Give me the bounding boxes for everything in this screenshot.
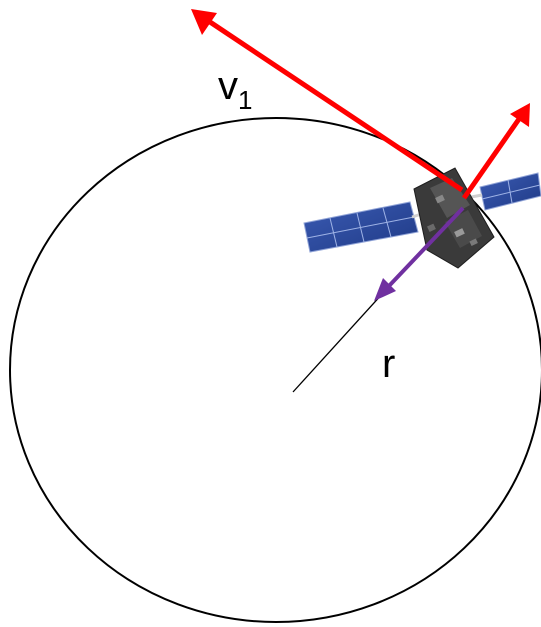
centripetal-arrowhead (374, 278, 396, 301)
velocity-subscript: 1 (238, 85, 252, 115)
radius-label: r (382, 342, 395, 386)
velocity-arrowhead (191, 9, 217, 35)
velocity-label: v1 (218, 64, 252, 115)
velocity-symbol: v (218, 64, 238, 108)
radial-outward-arrowhead (510, 103, 530, 127)
centripetal-arrow (386, 206, 465, 289)
radius-line (292, 292, 384, 393)
radial-outward-arrow (461, 117, 522, 200)
orbit-circle (9, 117, 541, 623)
velocity-arrow (208, 19, 464, 193)
